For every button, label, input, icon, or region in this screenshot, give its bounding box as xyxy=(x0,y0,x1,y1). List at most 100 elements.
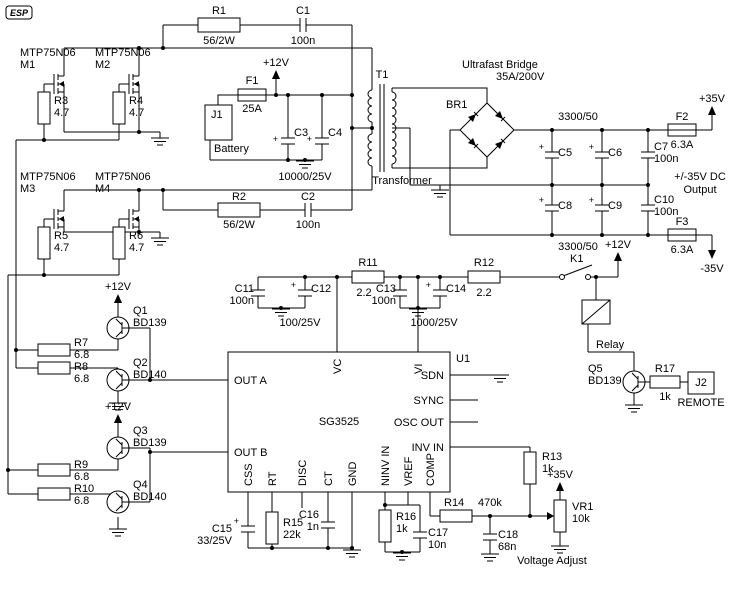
c18-value: 68n xyxy=(498,541,516,553)
r12-value: 2.2 xyxy=(476,287,491,299)
ground-icon xyxy=(430,189,450,198)
mosfet-symbol-strokes xyxy=(53,74,134,229)
bridge-br1-diamond xyxy=(459,102,515,158)
resistor-r10 xyxy=(37,487,71,501)
c14-plus: + xyxy=(426,280,431,290)
c15-value: 33/25V xyxy=(197,535,233,547)
q3-ref: Q3 xyxy=(133,425,148,437)
resistor-r14 xyxy=(439,509,473,523)
c14-value: 1000/25V xyxy=(410,317,458,329)
c2-value: 100n xyxy=(296,219,320,231)
ground-icon xyxy=(480,553,500,562)
wires-drivers xyxy=(8,302,228,529)
resistor-r5 xyxy=(37,226,51,260)
f1-value: 25A xyxy=(242,103,262,115)
j2-label: REMOTE xyxy=(677,397,724,409)
supply-arrow-12v-q3 xyxy=(114,414,122,423)
c2-ref: C2 xyxy=(301,191,315,203)
r9-ref: R9 xyxy=(74,459,88,471)
c10-ref: C10 xyxy=(654,194,674,206)
r17-ref: R17 xyxy=(655,363,675,375)
r4-ref: R4 xyxy=(129,95,143,107)
r3-ref: R3 xyxy=(54,95,68,107)
c5-ref: C5 xyxy=(558,147,572,159)
q4-part: BD140 xyxy=(133,491,167,503)
supply-35v-vr1: +35V xyxy=(547,469,574,481)
junction-dots xyxy=(6,46,650,554)
ground-icon xyxy=(342,549,362,558)
supply-arrow-35v-neg xyxy=(708,250,716,259)
c12-ref: C12 xyxy=(311,283,331,295)
capacitor-plates xyxy=(241,18,655,541)
symbol-marks xyxy=(59,70,716,520)
relay-contact-post-right xyxy=(585,274,591,280)
ic-pin-vref: VREF xyxy=(403,456,415,486)
resistor-r2 xyxy=(217,202,261,218)
supply-arrow-12v-relay xyxy=(614,252,622,261)
c17-ref: C17 xyxy=(428,527,448,539)
mosfet-m3-arrow xyxy=(59,216,64,222)
c6-ref: C6 xyxy=(608,147,622,159)
ic-pin-sync: SYNC xyxy=(413,395,444,407)
pot-vr1-box xyxy=(553,499,567,533)
c7-ref: C7 xyxy=(654,141,668,153)
r4-value: 4.7 xyxy=(129,107,144,119)
relay-coil-diagonal xyxy=(581,299,611,325)
m4-part: MTP75N06 xyxy=(95,171,151,183)
supply-arrow-35v-pos xyxy=(708,106,716,115)
ic-sg3525-box xyxy=(227,351,451,493)
ground-icon xyxy=(150,137,170,146)
r10-ref: R10 xyxy=(74,483,94,495)
vr1-label: Voltage Adjust xyxy=(517,555,587,567)
q2-ref: Q2 xyxy=(133,357,148,369)
ic-pin-css: CSS xyxy=(243,463,255,486)
r2-value: 56/2W xyxy=(223,219,255,231)
bridge-diode-br xyxy=(495,141,503,149)
r15-value: 22k xyxy=(283,529,301,541)
q5-part: BD139 xyxy=(588,375,622,387)
supply-12v-battery: +12V xyxy=(263,57,290,69)
c13-ref: C13 xyxy=(376,283,396,295)
labels: ESP R1 56/2W C1 100n MTP75N06 M1 MTP75N0… xyxy=(10,5,726,567)
c17-value: 10n xyxy=(428,539,446,551)
c13-value: 100n xyxy=(372,295,396,307)
r10-value: 6.8 xyxy=(74,495,89,507)
mosfet-m1-arrow xyxy=(59,81,64,87)
component-boxes xyxy=(5,5,715,545)
bridge-title: Ultrafast Bridge xyxy=(462,59,538,71)
f3-ref: F3 xyxy=(676,216,689,228)
c7-value: 100n xyxy=(654,153,678,165)
c16-ref: C16 xyxy=(299,509,319,521)
ground-icon xyxy=(624,404,644,413)
r12-ref: R12 xyxy=(474,257,494,269)
r13-value: 1k xyxy=(542,463,554,475)
resistor-r17 xyxy=(649,375,681,389)
esp-logo-text: ESP xyxy=(10,8,29,18)
r1-value: 56/2W xyxy=(203,35,235,47)
transistor-internals xyxy=(115,318,645,512)
output-label-line1: +/-35V DC xyxy=(674,171,726,183)
c8-ref: C8 xyxy=(558,200,572,212)
r6-value: 4.7 xyxy=(129,242,144,254)
ic-pin-disc: DISC xyxy=(297,460,309,486)
relay-contact-post-left xyxy=(559,274,565,280)
f1-ref: F1 xyxy=(246,75,259,87)
mosfet-m4-arrow xyxy=(134,216,139,222)
f2-value: 6.3A xyxy=(671,139,694,151)
r14-ref: R14 xyxy=(444,497,464,509)
ground-icon xyxy=(392,552,412,561)
ground-icon xyxy=(295,160,315,169)
c3c4-value: 10000/25V xyxy=(278,171,332,183)
j2-ref: J2 xyxy=(695,377,707,389)
r14-value: 470k xyxy=(478,497,502,509)
r11-value: 2.2 xyxy=(356,287,371,299)
supply-arrow-12v-q1 xyxy=(114,294,122,303)
ic-pin-sdn: SDN xyxy=(421,370,444,382)
r13-ref: R13 xyxy=(542,451,562,463)
r2-ref: R2 xyxy=(232,191,246,203)
ic-pin-gnd: GND xyxy=(347,462,359,487)
resistor-r15 xyxy=(265,511,279,545)
supply-35v-neg: -35V xyxy=(700,263,724,275)
